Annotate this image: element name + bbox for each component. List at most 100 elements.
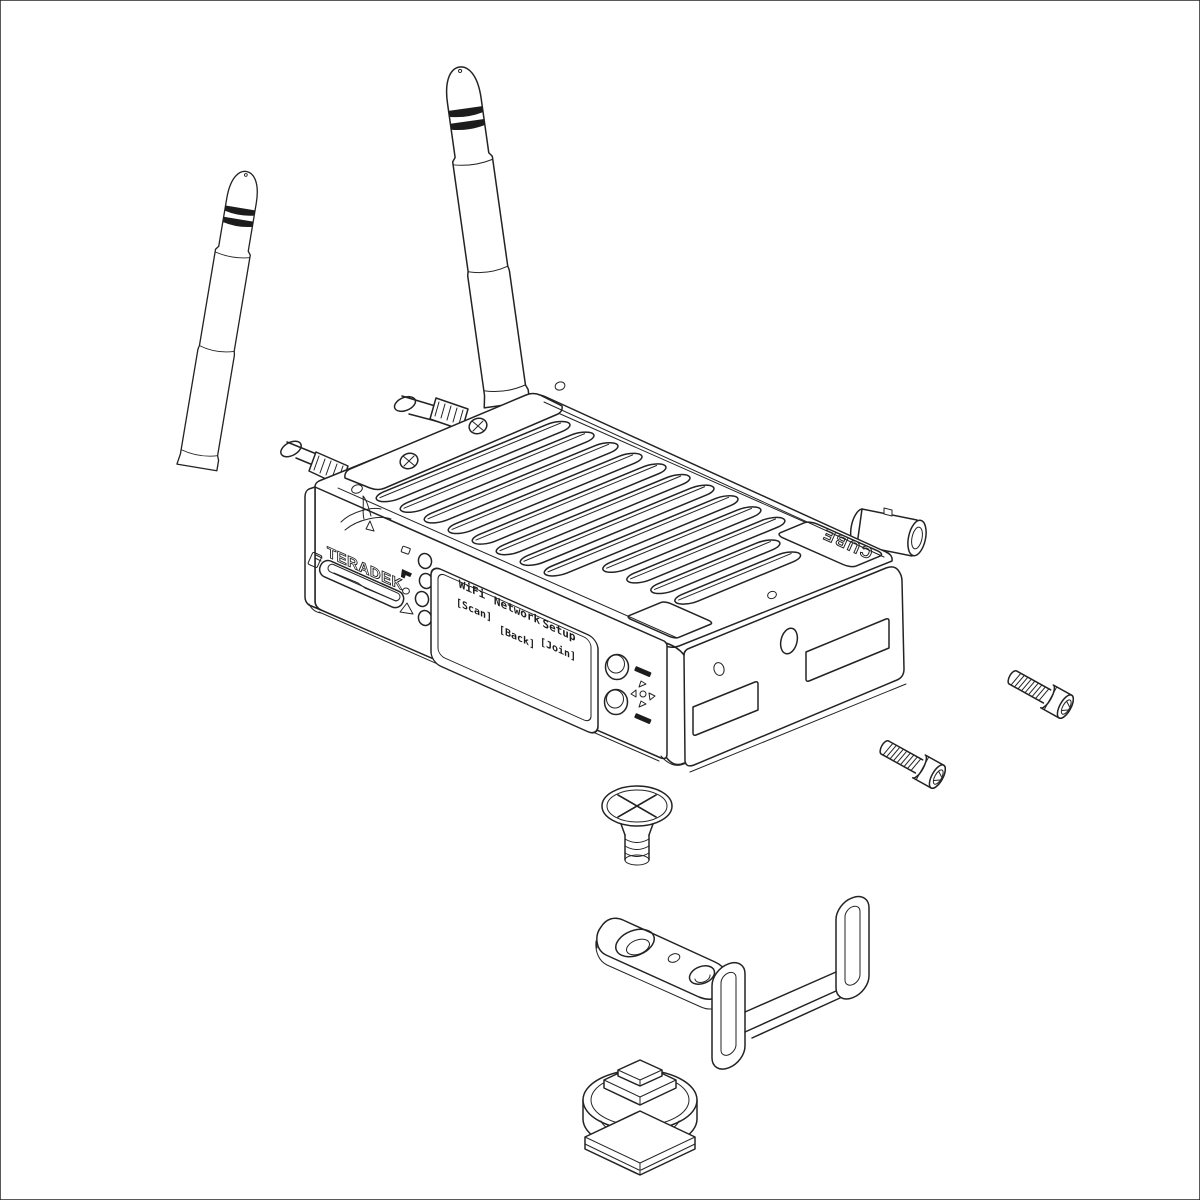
center-dot: [639, 690, 647, 698]
back-edge-line: [543, 401, 885, 558]
select-button: [603, 688, 629, 716]
hinge-pivot: [280, 440, 302, 458]
heatsink-fin: [621, 515, 790, 585]
antenna-right: [393, 63, 531, 431]
flat-head-phillips-screw: [601, 785, 673, 866]
led-indicators: [399, 545, 434, 627]
phillips-cross: [402, 455, 416, 467]
front-face: TERADEK: [304, 486, 687, 766]
quarter-inch-hole: [615, 928, 655, 958]
bnc-connector: [849, 507, 927, 557]
lcd-screen: WiFi [Scan] Network [Back] Setup [Join]: [430, 567, 599, 734]
menu-button: [604, 653, 630, 681]
right-face-panel: [683, 566, 905, 767]
knurl-hatch: [313, 455, 344, 481]
menu-dash-icon: [634, 666, 652, 677]
plate-outline: [344, 392, 563, 491]
thumbscrew-shoe-mount: [582, 1059, 698, 1176]
mounting-hole: [713, 662, 725, 676]
pin-hole: [667, 953, 681, 963]
sd-card-icon: [307, 551, 323, 568]
connector-hole: [779, 627, 799, 655]
power-dot-icon: [402, 587, 410, 595]
screw-tip: [624, 854, 650, 866]
fin-line: [631, 519, 776, 579]
fin-line: [607, 508, 752, 568]
heatsink-fin: [371, 419, 576, 504]
phillips-cross: [617, 794, 657, 818]
sd-card-slot: [307, 551, 405, 609]
socket-head-cap-screw: [874, 733, 950, 792]
countersink-neck: [620, 823, 654, 836]
sd-card-icon-lines: [314, 554, 323, 562]
base-edge: [689, 683, 907, 773]
screen-glass: [437, 573, 592, 722]
screw-hole: [554, 381, 566, 391]
right-face: [683, 566, 907, 773]
strap-slot-left-opening: [721, 970, 736, 1057]
corner-bevel: [665, 642, 685, 766]
front-controls: [603, 653, 656, 724]
mounting-bracket: [595, 892, 869, 1074]
fin-line: [404, 434, 585, 509]
antenna-mount-plate: [344, 392, 563, 491]
fin-line: [500, 476, 681, 551]
screw-hole: [351, 484, 363, 494]
model-badge-plate: [776, 521, 885, 568]
io-recess: [692, 681, 759, 736]
heatsink-fin: [597, 504, 766, 574]
fin-line: [380, 423, 561, 498]
strap-slot-right-opening: [845, 904, 860, 987]
broadcast-key-icon: [400, 569, 412, 579]
heatsink-fin: [419, 440, 624, 525]
threads: [624, 838, 650, 857]
antenna-left: [176, 167, 349, 487]
arrow-right: [648, 692, 656, 701]
antenna-hinge-right: [393, 395, 469, 431]
arrow-left: [630, 689, 637, 698]
select-button-cap: [606, 689, 624, 709]
heatsink-fin: [395, 430, 600, 515]
logo-swoosh: [340, 508, 392, 531]
status-led: [417, 552, 433, 570]
fin-line: [679, 554, 792, 600]
head-rim: [606, 789, 668, 823]
bnc-barrel: [856, 508, 918, 557]
fin-line: [548, 497, 729, 572]
boss-top: [617, 1059, 663, 1087]
logo-rocket-icon: [362, 495, 375, 532]
arrow-up: [638, 680, 647, 688]
heatsink-fin: [539, 493, 744, 578]
status-led: [414, 590, 430, 608]
screen-bezel: [430, 567, 599, 734]
bnc-bore: [911, 526, 923, 550]
phillips-cross: [471, 420, 485, 432]
menu-button-cap: [607, 654, 625, 674]
hole-inner-edge: [694, 974, 711, 983]
knurl-hatch: [434, 401, 464, 425]
fin-line: [452, 455, 633, 530]
shoe-flange-lines: [584, 1143, 696, 1171]
io-recess: [805, 618, 890, 682]
select-dash-icon: [634, 713, 652, 724]
fin-line: [655, 542, 771, 590]
screw-hole: [767, 590, 777, 600]
heatsink-fin: [491, 472, 696, 557]
boss-top-edges: [617, 1069, 663, 1087]
bnc-bayonet-pin: [883, 507, 893, 517]
socket-head-cap-screw: [1002, 663, 1078, 722]
heatsink-fin: [515, 483, 720, 568]
shoe-top-edges: [584, 1136, 696, 1176]
antenna-body: [436, 63, 531, 409]
strap-slots: [712, 892, 869, 1074]
strap-slot-left: [712, 958, 745, 1074]
arrow-down: [638, 700, 647, 708]
fin-line: [428, 444, 609, 519]
d-pad-arrows-icon: [630, 680, 656, 708]
bracket-plate: [596, 917, 730, 1000]
square-boss: [603, 1059, 677, 1106]
fin-line: [524, 487, 705, 562]
heatsink-fin: [669, 550, 806, 607]
screw-hole: [688, 965, 716, 985]
antenna-body: [176, 167, 268, 472]
